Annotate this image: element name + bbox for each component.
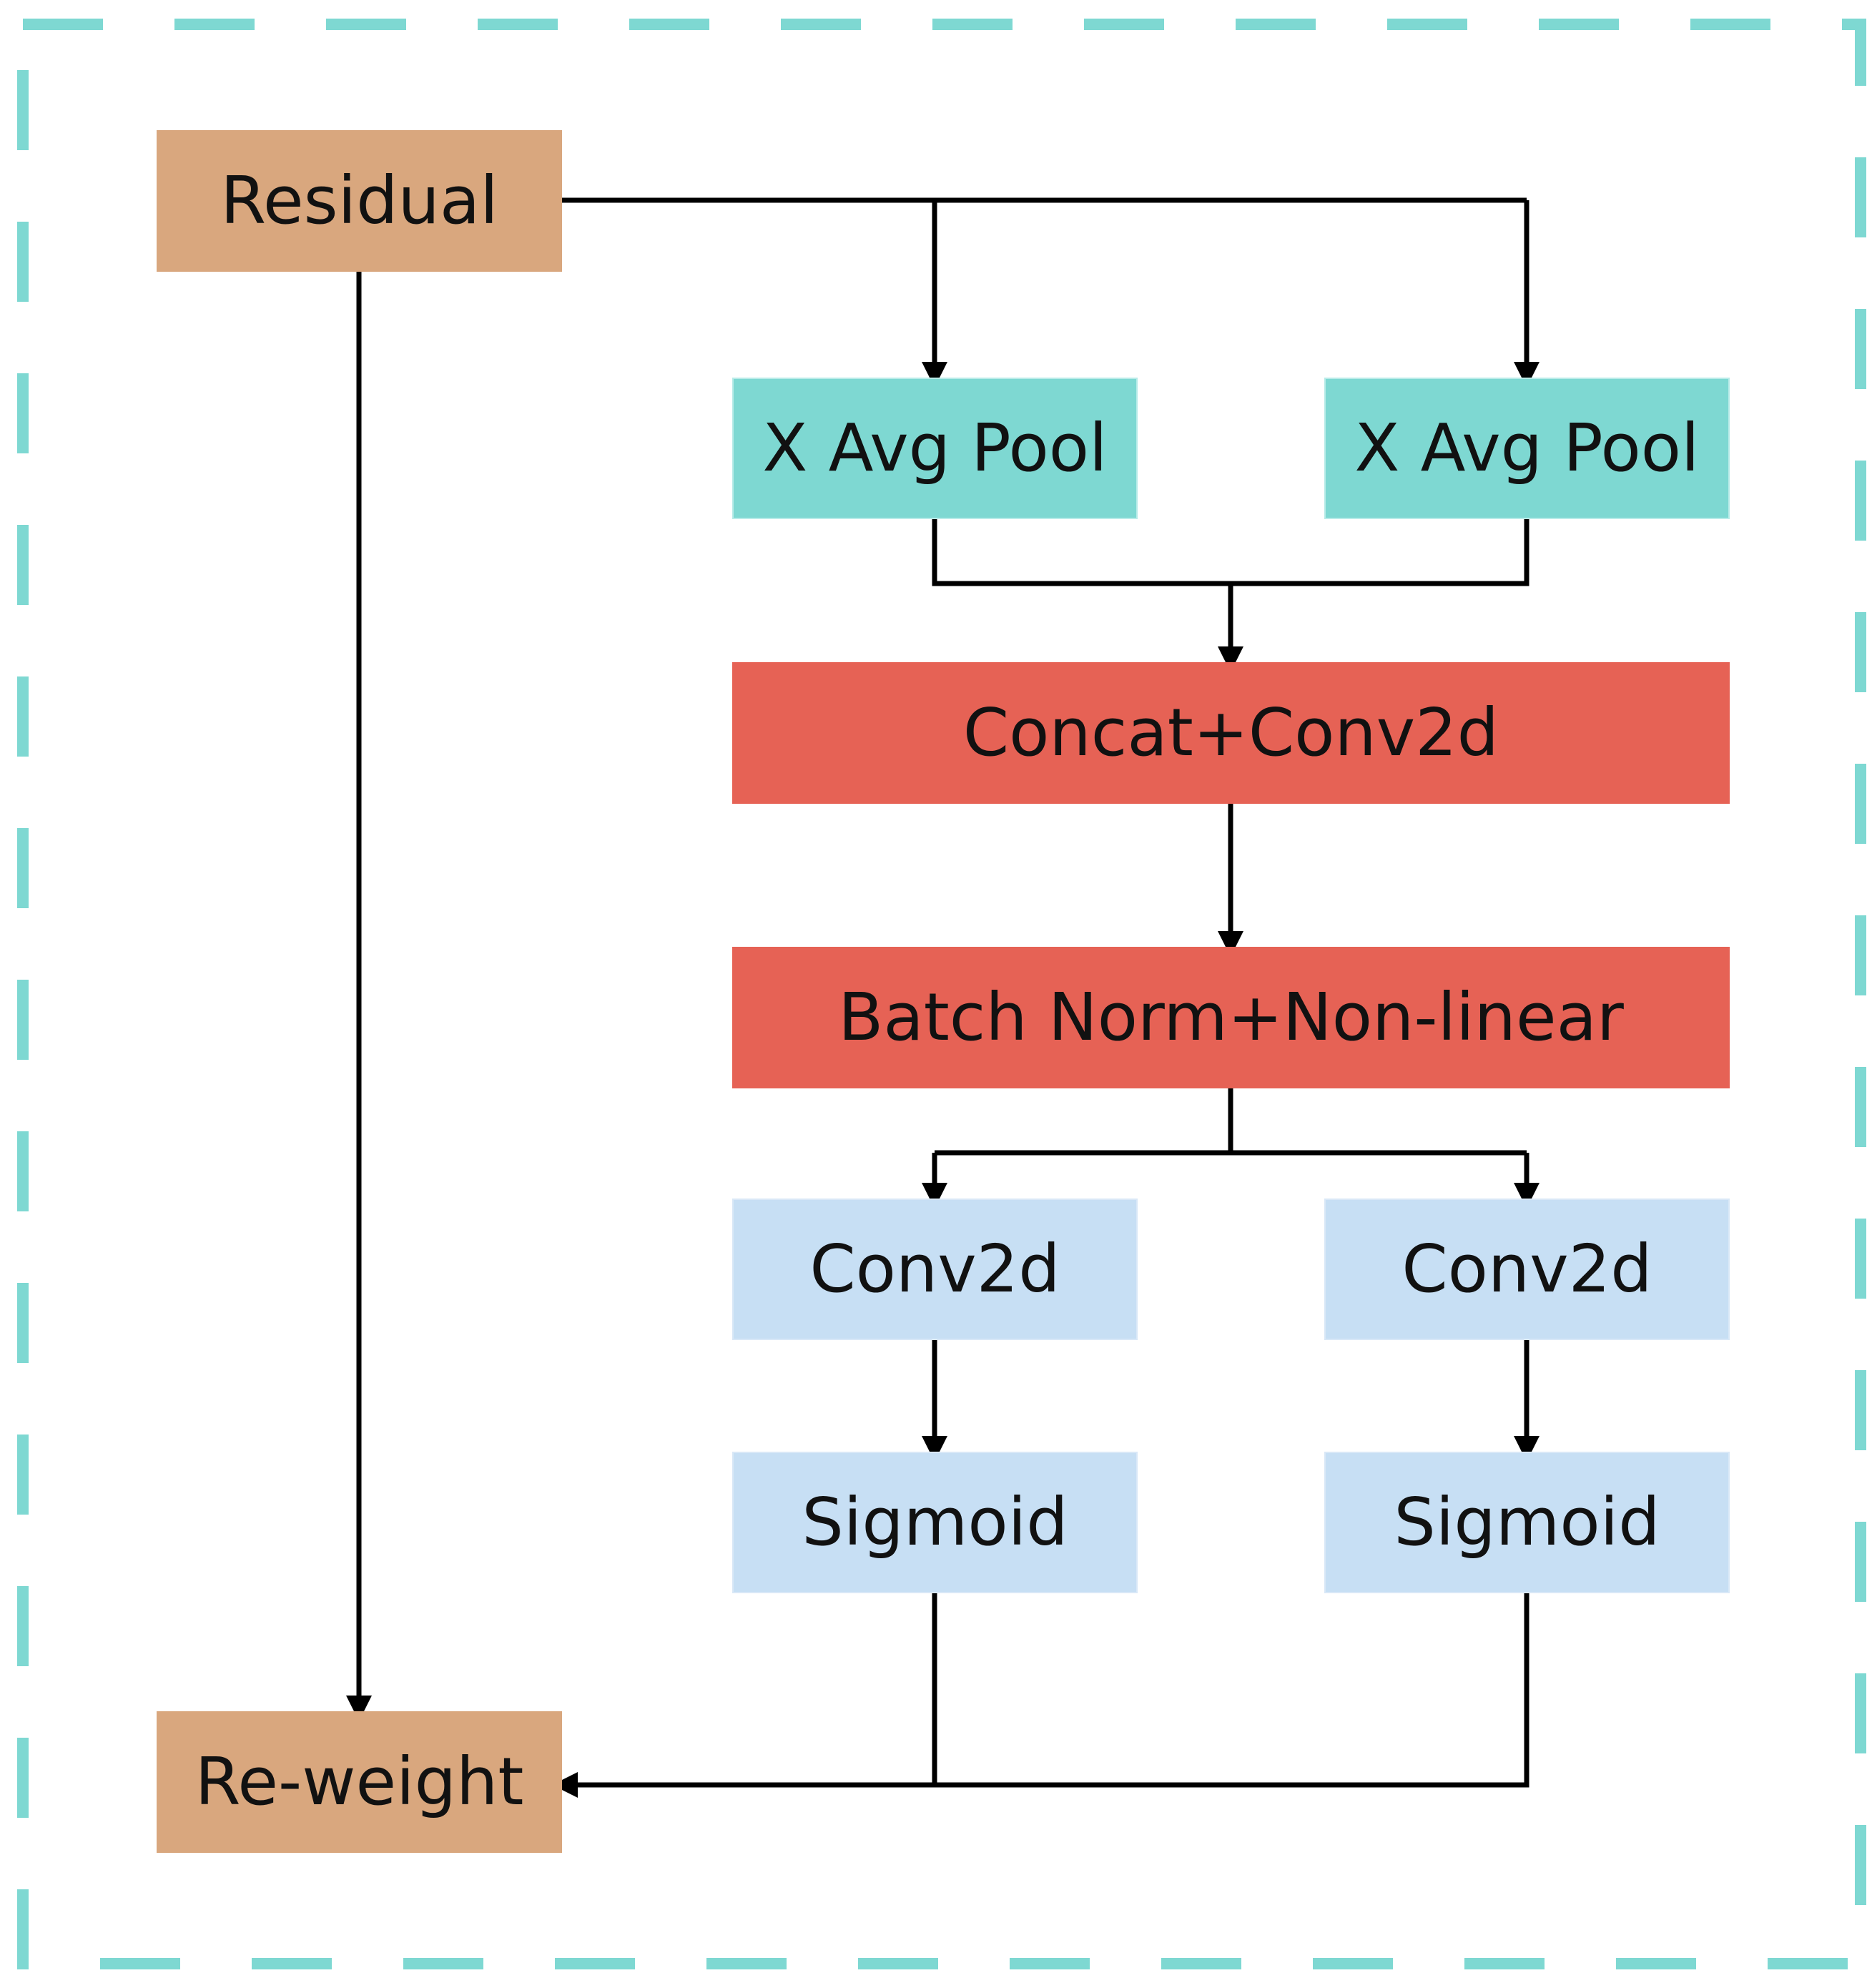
sigmoid-right-label: Sigmoid [1394, 1484, 1660, 1560]
re-weight-node: Re-weight [157, 1711, 562, 1853]
residual-label: Residual [220, 162, 498, 239]
conv2d-left-label: Conv2d [809, 1231, 1060, 1307]
conv2d-left-node: Conv2d [732, 1199, 1138, 1340]
concat-conv2d-label: Concat+Conv2d [962, 694, 1499, 771]
x-avg-pool-right-label: X Avg Pool [1354, 410, 1700, 486]
concat-conv2d-node: Concat+Conv2d [732, 662, 1730, 804]
re-weight-label: Re-weight [194, 1743, 524, 1820]
x-avg-pool-left-node: X Avg Pool [732, 378, 1138, 519]
edge-sigmoids-merge-to-reweight [932, 1593, 1529, 1788]
connectors [346, 197, 1540, 1798]
x-avg-pool-right-node: X Avg Pool [1324, 378, 1730, 519]
x-avg-pool-left-label: X Avg Pool [762, 410, 1108, 486]
conv2d-right-node: Conv2d [1324, 1199, 1730, 1340]
outer-dashed-frame [17, 19, 1866, 1969]
edge-xavgpool-merge [932, 519, 1529, 586]
residual-node: Residual [157, 130, 562, 272]
batch-norm-non-linear-label: Batch Norm+Non-linear [838, 979, 1624, 1055]
batch-norm-non-linear-node: Batch Norm+Non-linear [732, 947, 1730, 1088]
sigmoid-left-node: Sigmoid [732, 1452, 1138, 1593]
sigmoid-right-node: Sigmoid [1324, 1452, 1730, 1593]
conv2d-right-label: Conv2d [1401, 1231, 1652, 1307]
sigmoid-left-label: Sigmoid [802, 1484, 1068, 1560]
